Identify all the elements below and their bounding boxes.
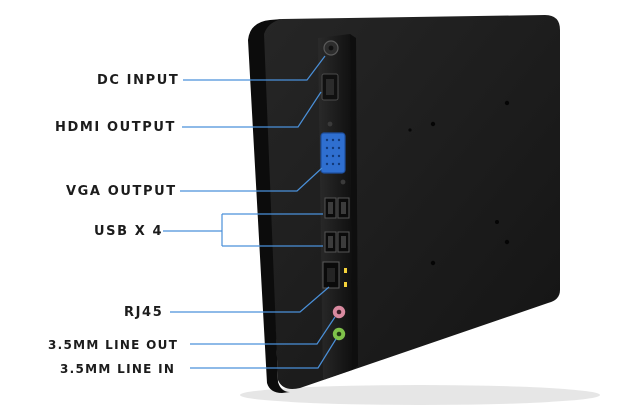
mount-hole — [430, 121, 436, 127]
rj45-led — [344, 282, 347, 287]
dc-input-pin — [328, 45, 334, 51]
line-out-jack-hole — [336, 309, 342, 315]
leader-lines — [163, 55, 337, 369]
mount-hole — [430, 260, 436, 266]
monitor-back-panel — [262, 15, 560, 389]
mount-hole — [495, 220, 499, 224]
mount-hole — [408, 128, 412, 132]
rj45-led — [344, 268, 347, 273]
vga-screw — [340, 179, 346, 185]
mount-hole — [504, 239, 510, 245]
leader-line-line-out — [190, 316, 336, 345]
rj45-port-slot — [327, 268, 335, 282]
usb-ports — [324, 197, 350, 253]
monitor-side-edge — [248, 19, 290, 393]
label-rj45: RJ45 — [124, 305, 164, 320]
label-line-in: 3.5MM LINE IN — [60, 362, 176, 376]
vga-pins — [325, 138, 341, 166]
vga-screw — [327, 121, 333, 127]
line-in-jack-hole — [336, 331, 342, 337]
leader-line-line-in — [190, 338, 337, 369]
hdmi-port-slot — [326, 79, 334, 95]
label-usb: USB X 4 — [94, 224, 164, 239]
label-dc-input: DC INPUT — [97, 73, 180, 88]
label-line-out: 3.5MM LINE OUT — [48, 338, 179, 352]
leader-line-hdmi-output — [182, 91, 322, 128]
leader-line-rj45 — [170, 286, 330, 313]
label-hdmi-output: HDMI OUTPUT — [55, 120, 176, 135]
floor-shadow — [240, 385, 600, 405]
mount-hole — [504, 100, 510, 106]
label-vga-output: VGA OUTPUT — [66, 184, 177, 199]
leader-line-dc-input — [183, 55, 326, 81]
leader-line-vga-output — [180, 167, 323, 192]
computer-box-side — [350, 34, 358, 370]
